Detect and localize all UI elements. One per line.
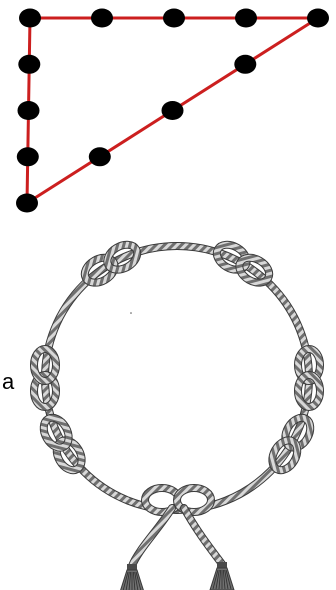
triangle-node-10 — [16, 147, 39, 167]
bow-loop — [174, 485, 214, 515]
triangle-node-5 — [307, 8, 329, 28]
tassel-strand — [128, 571, 132, 590]
tassel-strand — [225, 569, 232, 590]
tassel-strand — [218, 569, 222, 590]
tassel-cap — [217, 562, 227, 568]
rope-knot-5 — [39, 413, 86, 475]
rope-knot-3 — [30, 345, 60, 411]
triangle-node-7 — [161, 101, 184, 120]
triangle-node-1 — [19, 8, 41, 28]
tassel-strand — [222, 569, 226, 590]
tassel-strand — [122, 571, 129, 590]
rope-knot-2 — [212, 240, 274, 287]
tassel-strand — [215, 569, 220, 590]
knot-loop — [236, 254, 273, 286]
rope-tail-2 — [181, 505, 225, 567]
rope-tail-1 — [129, 505, 175, 569]
triangle-diagram — [16, 8, 329, 213]
tassel-strand — [132, 571, 136, 590]
rope-bow — [120, 484, 235, 590]
knot-loop — [295, 372, 323, 410]
triangle-node-9 — [16, 193, 38, 213]
knot-loop — [295, 346, 323, 384]
rope-knot-6 — [268, 413, 315, 475]
tassel-2 — [209, 562, 235, 590]
tassel-strand — [134, 571, 139, 590]
knot-loop — [40, 414, 72, 451]
triangle-node-4 — [235, 8, 257, 28]
triangle-node-3 — [163, 8, 185, 28]
rope-knot-wreath — [30, 240, 324, 590]
knot-loop — [31, 346, 59, 384]
knot-loop — [282, 414, 314, 451]
triangle-nodes — [16, 8, 329, 213]
triangle-node-6 — [234, 54, 257, 74]
triangle-node-12 — [18, 54, 41, 74]
tassel-cap — [127, 564, 137, 570]
triangle-node-2 — [91, 8, 113, 28]
triangle-node-8 — [88, 147, 111, 167]
tassel-strand — [125, 571, 130, 590]
knot-loop — [104, 241, 141, 273]
center-dot — [130, 312, 132, 314]
rope-knot-4 — [294, 345, 324, 411]
rope-ring — [42, 243, 312, 513]
knot-loop — [269, 437, 301, 474]
figure-label: a — [2, 369, 15, 394]
tassel-strand — [135, 571, 142, 590]
knot-loop — [31, 372, 59, 410]
knot-loop — [53, 437, 85, 474]
triangle-node-11 — [17, 101, 40, 120]
tassel-1 — [120, 564, 144, 590]
knot-loop — [213, 241, 250, 273]
rope-knot-1 — [80, 240, 142, 287]
tassel-strand — [212, 569, 219, 590]
tassel-strand — [224, 569, 229, 590]
